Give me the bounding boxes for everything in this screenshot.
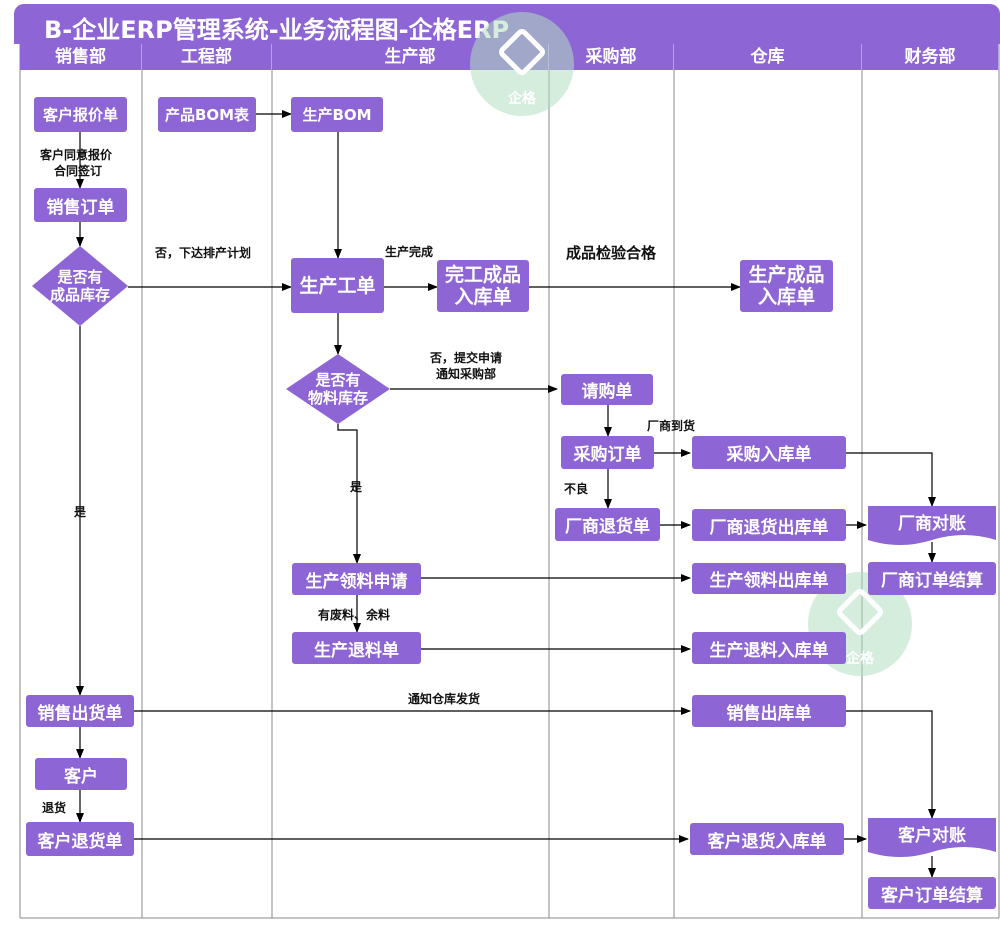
decision-line-1: 是否有	[315, 371, 361, 389]
node-vendor-recon[interactable]: 厂商对账	[898, 513, 966, 534]
node-customer-recon[interactable]: 客户对账	[898, 825, 966, 846]
node-finished-in[interactable]: 完工成品 入库单	[437, 260, 529, 312]
watermark-text: 企格	[846, 651, 874, 667]
edge-label-prod-done: 生产完成	[385, 245, 434, 259]
node-customer-return-in[interactable]: 客户退货入库单	[690, 823, 844, 855]
node-sales-ship[interactable]: 销售出货单	[26, 695, 134, 727]
edge-label-vendor-arrive: 厂商到货	[647, 419, 696, 433]
edge-label-returned: 退货	[42, 801, 67, 815]
edge-label-defective: 不良	[564, 482, 589, 496]
edge-label-qc-pass: 成品检验合格	[566, 244, 657, 262]
node-customer-return[interactable]: 客户退货单	[26, 822, 134, 856]
node-customer-settle[interactable]: 客户订单结算	[868, 877, 996, 909]
node-customer-quote[interactable]: 客户报价单	[34, 97, 127, 132]
node-material-out[interactable]: 生产领料出库单	[692, 563, 846, 594]
decision-has-stock	[32, 246, 128, 326]
node-purchase-in[interactable]: 采购入库单	[692, 436, 846, 469]
doc-shape-vendor-recon	[868, 506, 996, 545]
node-vendor-return-out[interactable]: 厂商退货出库单	[692, 509, 846, 541]
decision-line-1: 是否有	[57, 268, 103, 286]
edge-label-quote-agree-1: 客户同意报价	[40, 148, 113, 162]
node-prod-in[interactable]: 生产成品 入库单	[740, 260, 833, 312]
node-product-bom[interactable]: 产品BOM表	[158, 97, 256, 132]
watermark-text: 企格	[508, 91, 536, 107]
lane-header-sales: 销售部	[20, 44, 142, 70]
edge-label-no-submit-2: 通知采购部	[436, 367, 497, 381]
edge-label-no-submit-1: 否，提交申请	[430, 351, 503, 365]
lane-header-finance: 财务部	[862, 44, 999, 70]
node-line-2: 入库单	[757, 286, 815, 308]
edge-label-notify-ship: 通知仓库发货	[408, 692, 481, 706]
decision-has-material-label: 是否有 物料库存	[286, 371, 390, 407]
doc-shape-customer-recon	[868, 818, 996, 857]
decision-line-2: 成品库存	[49, 286, 110, 304]
node-material-return-in[interactable]: 生产退料入库单	[692, 632, 846, 664]
node-purchase-req[interactable]: 请购单	[561, 374, 653, 405]
edge-label-scrap: 有废料、余料	[318, 608, 391, 622]
node-line-1: 生产成品	[748, 264, 825, 286]
lane-header-warehouse: 仓库	[674, 44, 862, 70]
decision-line-2: 物料库存	[307, 389, 368, 407]
edge-label-yes-stock: 是	[74, 505, 87, 519]
node-work-order[interactable]: 生产工单	[291, 258, 384, 313]
decision-has-material	[286, 354, 390, 424]
edge-label-quote-agree-2: 合同签订	[54, 164, 103, 178]
node-material-return[interactable]: 生产退料单	[292, 632, 421, 664]
page-title: B-企业ERP管理系统-业务流程图-企格ERP	[44, 16, 510, 44]
lane-header-engineering: 工程部	[142, 44, 272, 70]
node-purchase-order[interactable]: 采购订单	[561, 436, 654, 469]
edge-label-yes-material: 是	[350, 480, 363, 494]
node-sales-order[interactable]: 销售订单	[34, 188, 127, 222]
node-vendor-settle[interactable]: 厂商订单结算	[868, 562, 996, 595]
node-line-1: 完工成品	[444, 264, 521, 286]
edge-label-no-plan: 否，下达排产计划	[155, 246, 252, 260]
node-sales-out[interactable]: 销售出库单	[692, 695, 846, 727]
node-line-2: 入库单	[454, 286, 512, 308]
node-vendor-return[interactable]: 厂商退货单	[555, 508, 660, 541]
decision-has-stock-label: 是否有 成品库存	[32, 268, 128, 304]
watermark-logo: 企格	[470, 12, 574, 116]
node-customer[interactable]: 客户	[35, 758, 127, 790]
node-material-req[interactable]: 生产领料申请	[292, 563, 421, 595]
node-prod-bom[interactable]: 生产BOM	[291, 97, 383, 132]
